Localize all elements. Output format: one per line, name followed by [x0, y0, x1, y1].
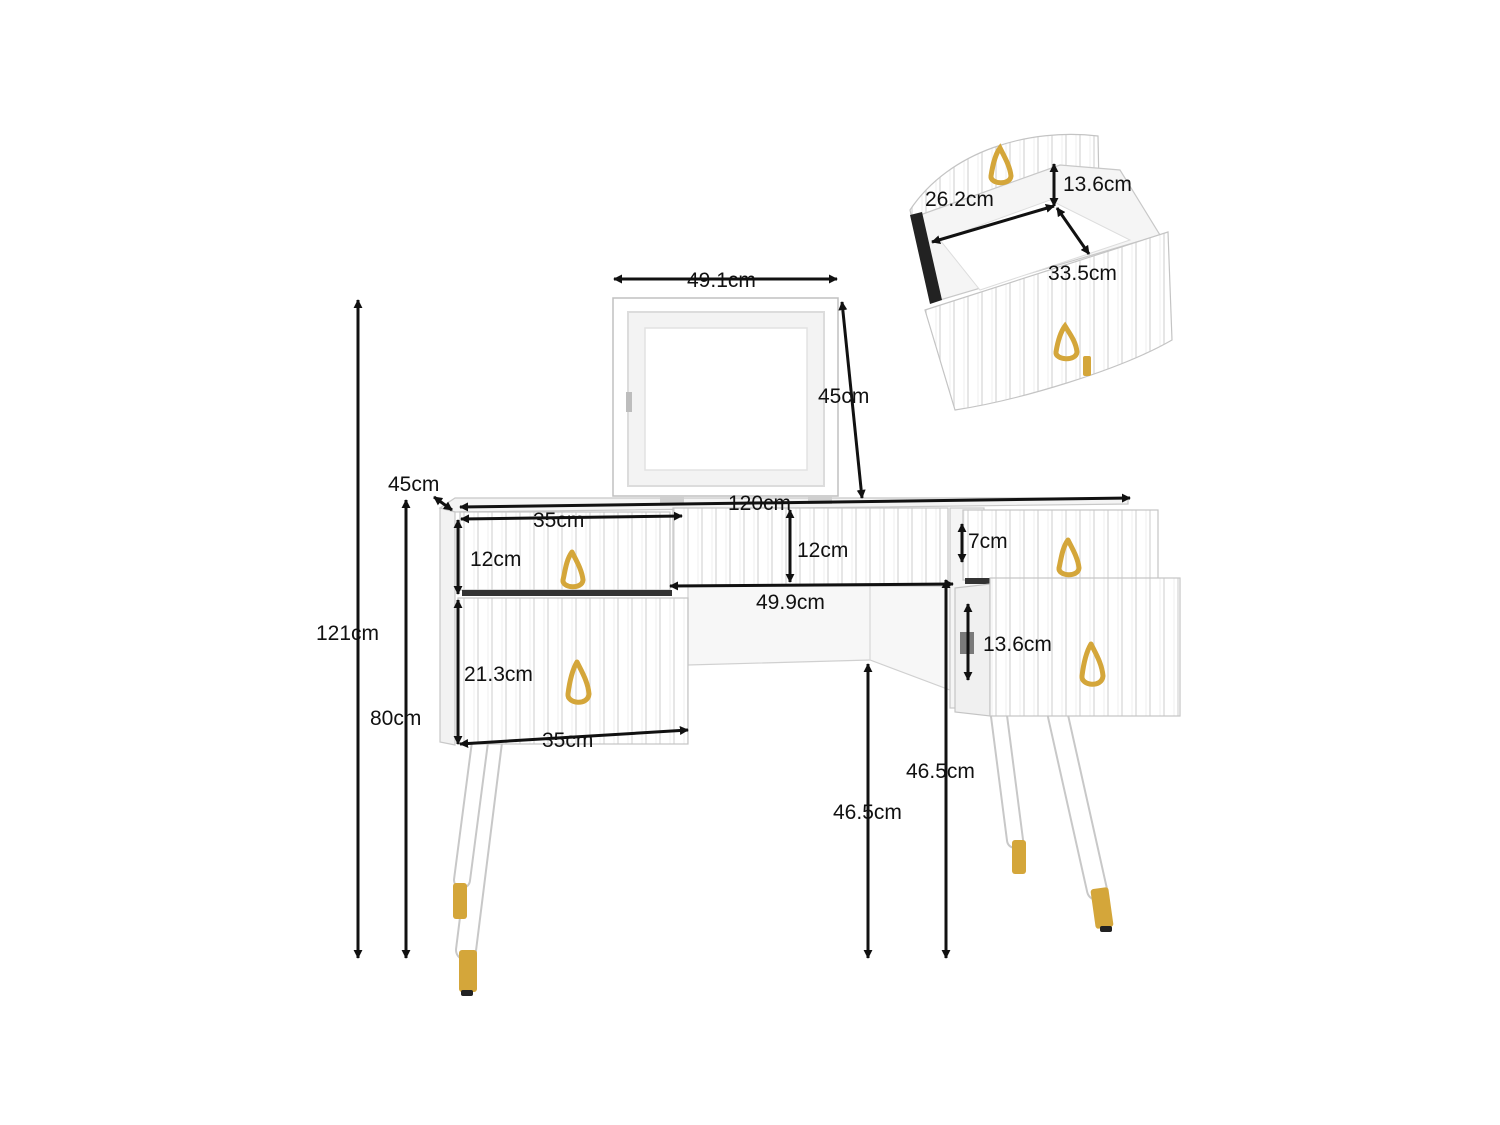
label-left-bottom-drawer-width: 35cm	[542, 729, 594, 752]
dimension-arrows	[353, 163, 1131, 959]
label-left-top-drawer-height: 12cm	[470, 548, 522, 571]
label-left-top-drawer-width: 35cm	[533, 509, 585, 532]
arrow-left-top-width	[460, 511, 683, 524]
arrow-total-width	[459, 493, 1131, 512]
label-desk-height: 80cm	[370, 707, 422, 730]
arrow-left-bottom-width	[459, 726, 689, 748]
leg-front-left	[455, 731, 503, 996]
label-inset-drawer-height: 13.6cm	[1063, 173, 1132, 196]
label-total-width: 120cm	[728, 492, 792, 515]
label-inset-drawer-width: 26.2cm	[925, 188, 994, 211]
gold-drawer-pull-icon	[560, 537, 1106, 705]
label-mirror-height: 45cm	[818, 385, 870, 408]
arrow-mirror-height	[838, 301, 866, 499]
label-inset-drawer-depth: 33.5cm	[1048, 262, 1117, 285]
leg-back-left	[453, 733, 489, 919]
led-mirror-icon	[612, 297, 839, 504]
label-right-leg-height: 46.5cm	[906, 760, 975, 783]
label-center-leg-height: 46.5cm	[833, 801, 902, 824]
arrow-inset-depth	[1055, 207, 1091, 255]
arrow-inset-width	[931, 203, 1055, 245]
label-center-drawer-height: 12cm	[797, 539, 849, 562]
arrow-depth	[433, 495, 453, 512]
arrow-knee-width	[669, 579, 954, 591]
legs	[453, 705, 1114, 996]
label-depth: 45cm	[388, 473, 440, 496]
inset-drawer-detail	[909, 133, 1173, 411]
leg-front-right	[1047, 705, 1114, 932]
label-right-top-drawer-height: 7cm	[968, 530, 1008, 553]
label-left-bottom-drawer-height: 21.3cm	[464, 663, 533, 686]
label-total-height: 121cm	[316, 622, 380, 645]
label-knee-space-width: 49.9cm	[756, 591, 825, 614]
desk-body	[438, 497, 1181, 746]
label-mirror-width: 49.1cm	[687, 269, 756, 292]
leg-back-right	[990, 707, 1026, 874]
label-right-bottom-drawer-height: 13.6cm	[983, 633, 1052, 656]
